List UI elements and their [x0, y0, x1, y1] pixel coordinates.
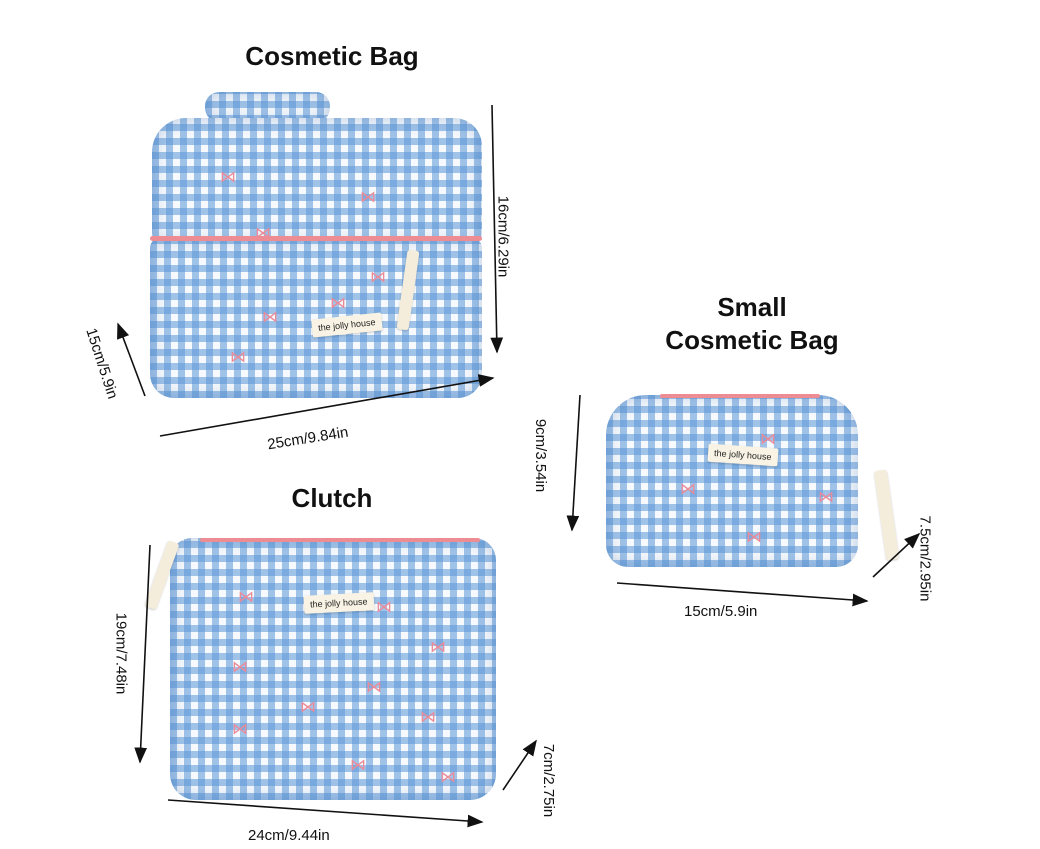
bow-icon: ⋈ [680, 481, 696, 498]
bag-lid [152, 118, 482, 243]
bow-icon: ⋈ [255, 225, 271, 242]
bow-icon: ⋈ [220, 169, 236, 186]
bow-icon: ⋈ [746, 529, 762, 546]
bag-body [150, 238, 482, 398]
bag-handle [205, 92, 330, 122]
arrow-clutch-depth [502, 739, 537, 791]
small-height-label: 9cm/3.54in [532, 418, 550, 493]
clutch-width-label: 24cm/9.44in [248, 827, 330, 844]
bow-icon: ⋈ [300, 699, 316, 716]
arrow-small-height [566, 394, 581, 532]
arrow-clutch-height [134, 544, 151, 764]
bow-icon: ⋈ [760, 431, 776, 448]
small-cosmetic-bag-title-line1: Small [717, 292, 787, 322]
bow-icon: ⋈ [232, 659, 248, 676]
zipper [200, 538, 480, 542]
bow-icon: ⋈ [366, 679, 382, 696]
clutch-depth-label: 7cm/2.75in [540, 743, 558, 818]
small-width-label: 15cm/5.9in [684, 603, 758, 620]
clutch-height-label: 19cm/7.48in [112, 612, 130, 695]
bag-body [170, 538, 496, 800]
arrow-cosmetic-width [159, 374, 495, 437]
cosmetic-height-label: 16cm/6.29in [494, 195, 512, 278]
bow-icon: ⋈ [430, 639, 446, 656]
small-depth-label: 7.5cm/2.95in [916, 515, 934, 602]
bow-icon: ⋈ [350, 757, 366, 774]
bow-icon: ⋈ [230, 349, 246, 366]
bow-icon: ⋈ [370, 269, 386, 286]
bow-icon: ⋈ [360, 189, 376, 206]
bag-body [606, 395, 858, 567]
bow-icon: ⋈ [330, 295, 346, 312]
clutch-title: Clutch [291, 483, 373, 513]
bow-icon: ⋈ [262, 309, 278, 326]
bow-icon: ⋈ [232, 721, 248, 738]
bow-icon: ⋈ [420, 709, 436, 726]
arrow-clutch-width [167, 799, 484, 828]
arrow-cosmetic-height [490, 104, 504, 354]
zipper [150, 236, 482, 241]
arrow-small-width [616, 582, 869, 607]
arrow-cosmetic-depth [117, 322, 146, 397]
bow-icon: ⋈ [440, 769, 456, 786]
bow-icon: ⋈ [376, 599, 392, 616]
bow-icon: ⋈ [818, 489, 834, 506]
arrow-small-depth [872, 532, 921, 578]
cosmetic-bag-title: Cosmetic Bag [245, 41, 419, 71]
bow-icon: ⋈ [238, 589, 254, 606]
small-cosmetic-bag-title-line2: Cosmetic Bag [665, 325, 839, 355]
zipper [660, 394, 820, 398]
